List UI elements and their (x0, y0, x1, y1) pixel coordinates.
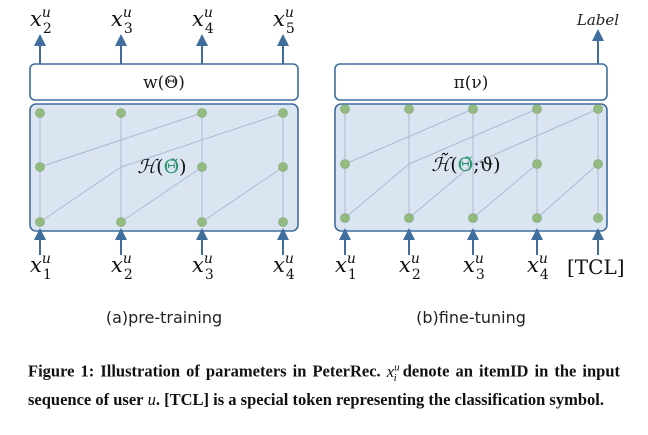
pretrain-input-arrows (34, 228, 289, 255)
figure-label: Figure 1: (28, 361, 95, 381)
output-label: Label (576, 11, 619, 29)
finetune-network-label: ℋ̃(Θ̃;ϑ) (431, 153, 500, 176)
finetune-nodes (340, 104, 603, 223)
pretrain-output-arrows (34, 34, 289, 64)
pretrain-subcaption: (a)pre-training (106, 308, 222, 327)
finetune-subcaption: (b)fine-tuning (416, 308, 526, 327)
special-token-tcl: [TCL] (567, 255, 625, 279)
finetune-input-arrows (339, 228, 604, 255)
caption-user-var: u (147, 389, 156, 409)
pretrain-nodes (35, 108, 288, 227)
caption-math-symbol: xui (386, 361, 400, 384)
caption-text-c: . [TCL] is a special token representing … (155, 389, 604, 409)
finetune-head-box (334, 63, 608, 101)
pretrain-network-box (29, 103, 299, 232)
pretrain-head-box (29, 63, 299, 101)
pretrain-network-label: ℋ(Θ̃) (137, 156, 186, 178)
finetune-connections (344, 108, 599, 219)
caption-text-b: denote an itemID in the input sequence o… (28, 361, 620, 409)
figure-caption: Figure 1: Illustration of parameters in … (28, 356, 620, 411)
finetune-head-label: π(ν) (454, 73, 489, 93)
pretrain-head-label: w(Θ) (143, 73, 185, 93)
caption-text-a: Illustration of parameters in PeterRec. (100, 361, 381, 381)
finetuning-panel: Label π(ν) (334, 11, 625, 327)
